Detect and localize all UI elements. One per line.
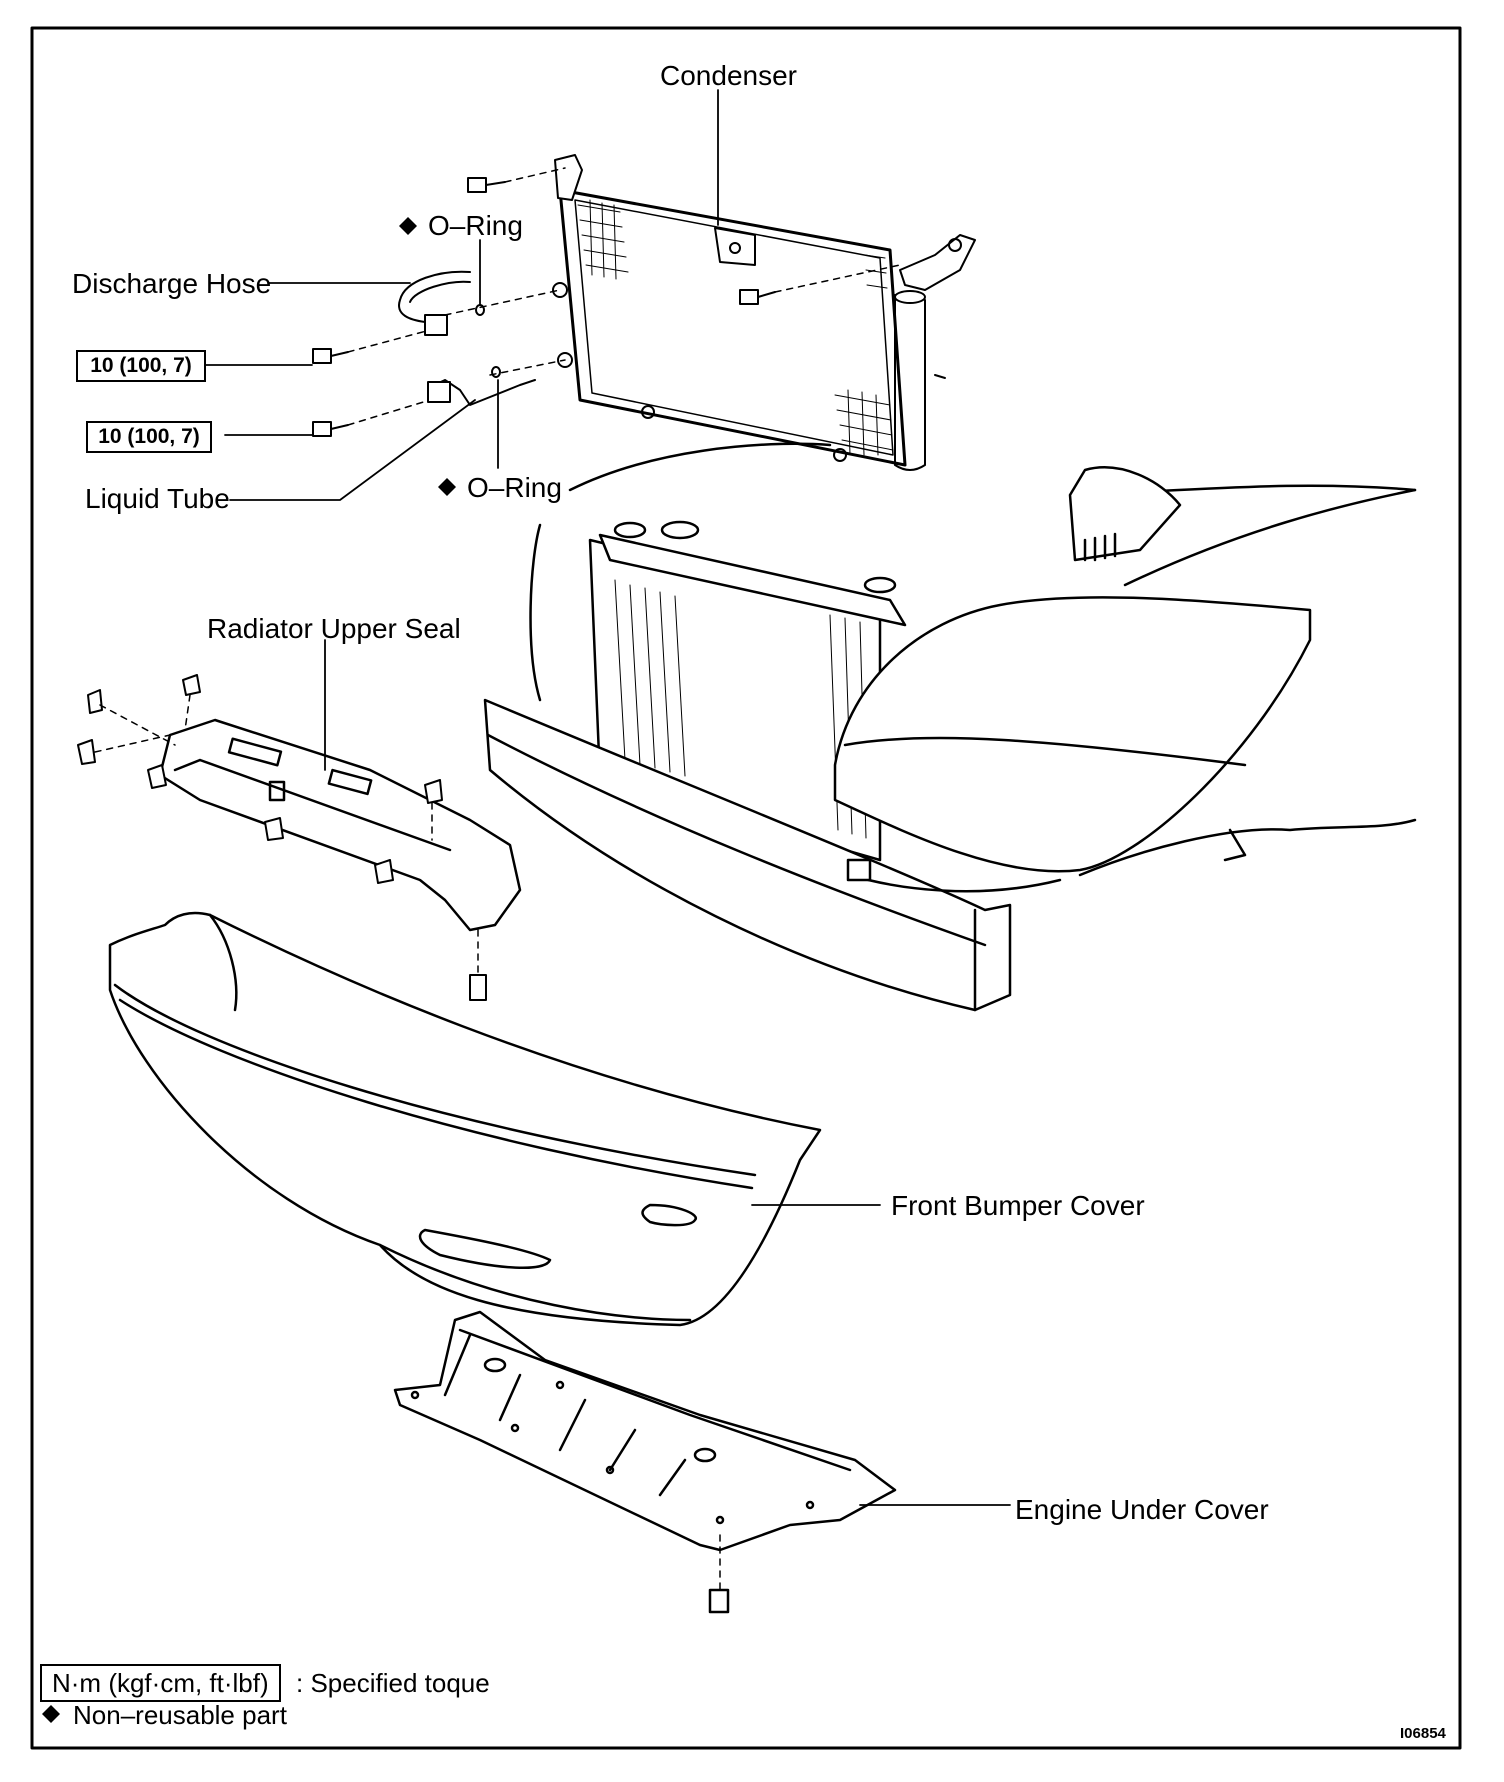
- condenser-bolts: [312, 167, 901, 437]
- engine-under-cover-drawing: [393, 1310, 1011, 1614]
- torque-legend-desc: : Specified toque: [296, 1668, 490, 1698]
- leader-lines: [204, 89, 719, 501]
- front-bumper-cover-drawing: [108, 911, 881, 1327]
- figure-frame: [30, 26, 1462, 1750]
- liquid-tube-label: Liquid Tube: [85, 483, 230, 514]
- engine-under-cover-label: Engine Under Cover: [1015, 1494, 1269, 1525]
- figure-id: I06854: [1400, 1725, 1446, 1742]
- radiator-upper-seal-label: Radiator Upper Seal: [207, 613, 461, 644]
- discharge-hose-label: Discharge Hose: [72, 268, 272, 299]
- o-ring-top-label: O–Ring: [428, 210, 523, 241]
- radiator-upper-seal-drawing: [77, 639, 522, 1001]
- diamond-icon: [42, 1705, 60, 1723]
- diamond-icon: [438, 478, 456, 496]
- torque-spec-lower: 10 (100, 7): [86, 421, 212, 453]
- torque-legend-box: N·m (kgf·cm, ft·lbf): [40, 1664, 281, 1702]
- o-ring-bottom-label: O–Ring: [467, 472, 562, 503]
- front-bumper-cover-label: Front Bumper Cover: [891, 1190, 1145, 1221]
- condenser-label: Condenser: [660, 60, 797, 91]
- torque-spec-upper: 10 (100, 7): [76, 350, 206, 382]
- diamond-icon: [399, 217, 417, 235]
- non-reusable-legend: Non–reusable part: [73, 1700, 287, 1730]
- condenser-drawing: [552, 154, 976, 471]
- vehicle-front-drawing: [483, 442, 1417, 1012]
